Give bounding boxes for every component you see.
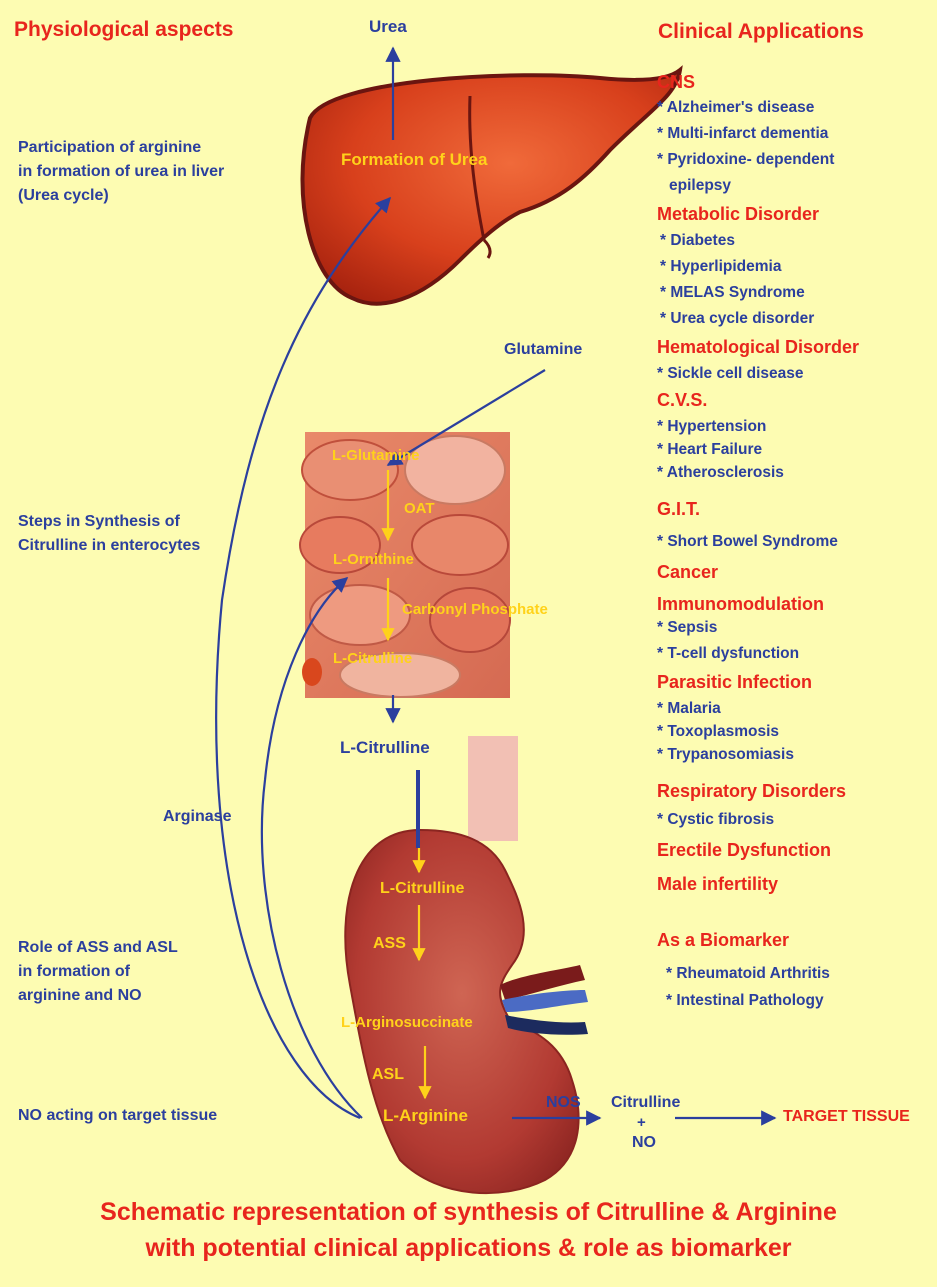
clinical-cvs-item: * Hypertension — [657, 418, 766, 436]
l-ornithine-label: L-Ornithine — [333, 551, 414, 568]
clinical-git-item: * Short Bowel Syndrome — [657, 533, 838, 551]
footer-caption-line-2: with potential clinical applications & r… — [0, 1234, 937, 1263]
clinical-biomarker-title: As a Biomarker — [657, 930, 789, 951]
clinical-metabolic-item: * Diabetes — [660, 232, 735, 250]
l-arginine-label: L-Arginine — [383, 1106, 468, 1126]
clinical-metabolic-title: Metabolic Disorder — [657, 204, 819, 225]
urea-cycle-line-2: in formation of urea in liver — [18, 160, 224, 184]
clinical-parasitic-title: Parasitic Infection — [657, 672, 812, 693]
oat-enzyme-label: OAT — [404, 500, 435, 517]
ass-asl-line-3: arginine and NO — [18, 984, 178, 1008]
l-arginosuccinate-label: L-Arginosuccinate — [341, 1014, 473, 1031]
clinical-erectile-title: Erectile Dysfunction — [657, 840, 831, 861]
ass-asl-line-2: in formation of — [18, 960, 178, 984]
clinical-cancer-title: Cancer — [657, 562, 718, 583]
liver-illustration — [302, 70, 680, 304]
clinical-cns-item: * Pyridoxine- dependent — [657, 151, 834, 169]
clinical-immuno-item: * T-cell dysfunction — [657, 645, 799, 663]
clinical-metabolic-item: * Urea cycle disorder — [660, 310, 814, 328]
citrulline-product-label: Citrulline — [611, 1094, 680, 1112]
footer-caption-line-1: Schematic representation of synthesis of… — [0, 1198, 937, 1227]
urea-cycle-line-3: (Urea cycle) — [18, 184, 224, 208]
urea-cycle-line-1: Participation of arginine — [18, 136, 224, 160]
urea-cycle-description: Participation of arginine in formation o… — [18, 136, 224, 208]
clinical-metabolic-item: * Hyperlipidemia — [660, 258, 781, 276]
ass-enzyme-label: ASS — [373, 935, 406, 953]
citrulline-steps-line-2: Citrulline in enterocytes — [18, 534, 200, 558]
clinical-metabolic-item: * MELAS Syndrome — [660, 284, 805, 302]
clinical-cvs-item: * Atherosclerosis — [657, 464, 784, 482]
clinical-cns-item: * Multi-infarct dementia — [657, 125, 828, 143]
l-citrulline-intestine-label: L-Citrulline — [333, 650, 412, 667]
clinical-male-infertility-title: Male infertility — [657, 874, 778, 895]
clinical-cns-title: CNS — [657, 72, 695, 93]
clinical-biomarker-item: * Rheumatoid Arthritis — [666, 965, 830, 983]
clinical-parasitic-item: * Malaria — [657, 700, 721, 718]
l-citrulline-transport-label: L-Citrulline — [340, 738, 430, 758]
asl-enzyme-label: ASL — [372, 1066, 404, 1084]
clinical-cvs-item: * Heart Failure — [657, 441, 762, 459]
citrulline-steps-line-1: Steps in Synthesis of — [18, 510, 200, 534]
clinical-cns-item: * Alzheimer's disease — [657, 99, 814, 117]
no-product-label: NO — [632, 1134, 656, 1152]
carbonyl-phosphate-label: Carbonyl Phosphate — [402, 601, 548, 618]
formation-of-urea-label: Formation of Urea — [341, 150, 487, 170]
clinical-respiratory-title: Respiratory Disorders — [657, 781, 846, 802]
clinical-respiratory-item: * Cystic fibrosis — [657, 811, 774, 829]
physiological-aspects-heading: Physiological aspects — [14, 18, 233, 42]
clinical-git-title: G.I.T. — [657, 499, 700, 520]
clinical-hematological-title: Hematological Disorder — [657, 337, 859, 358]
arginase-label: Arginase — [163, 808, 231, 826]
clinical-parasitic-item: * Trypanosomiasis — [657, 746, 794, 764]
clinical-cvs-title: C.V.S. — [657, 390, 707, 411]
clinical-biomarker-item: * Intestinal Pathology — [666, 992, 824, 1010]
urea-label: Urea — [369, 17, 407, 37]
ass-asl-line-1: Role of ASS and ASL — [18, 936, 178, 960]
clinical-immuno-item: * Sepsis — [657, 619, 717, 637]
nos-enzyme-label: NOS — [546, 1094, 581, 1112]
target-tissue-label: TARGET TISSUE — [783, 1108, 910, 1126]
l-citrulline-kidney-label: L-Citrulline — [380, 880, 464, 898]
clinical-cns-item: epilepsy — [669, 177, 731, 195]
no-target-description: NO acting on target tissue — [18, 1104, 217, 1128]
clinical-hematological-item: * Sickle cell disease — [657, 365, 804, 383]
clinical-immuno-title: Immunomodulation — [657, 594, 824, 615]
clinical-applications-heading: Clinical Applications — [658, 20, 864, 44]
citrulline-steps-description: Steps in Synthesis of Citrulline in ente… — [18, 510, 200, 558]
glutamine-input-label: Glutamine — [504, 341, 582, 359]
plus-sign: + — [637, 1114, 646, 1131]
ass-asl-description: Role of ASS and ASL in formation of argi… — [18, 936, 178, 1008]
l-glutamine-label: L-Glutamine — [332, 447, 420, 464]
clinical-parasitic-item: * Toxoplasmosis — [657, 723, 779, 741]
